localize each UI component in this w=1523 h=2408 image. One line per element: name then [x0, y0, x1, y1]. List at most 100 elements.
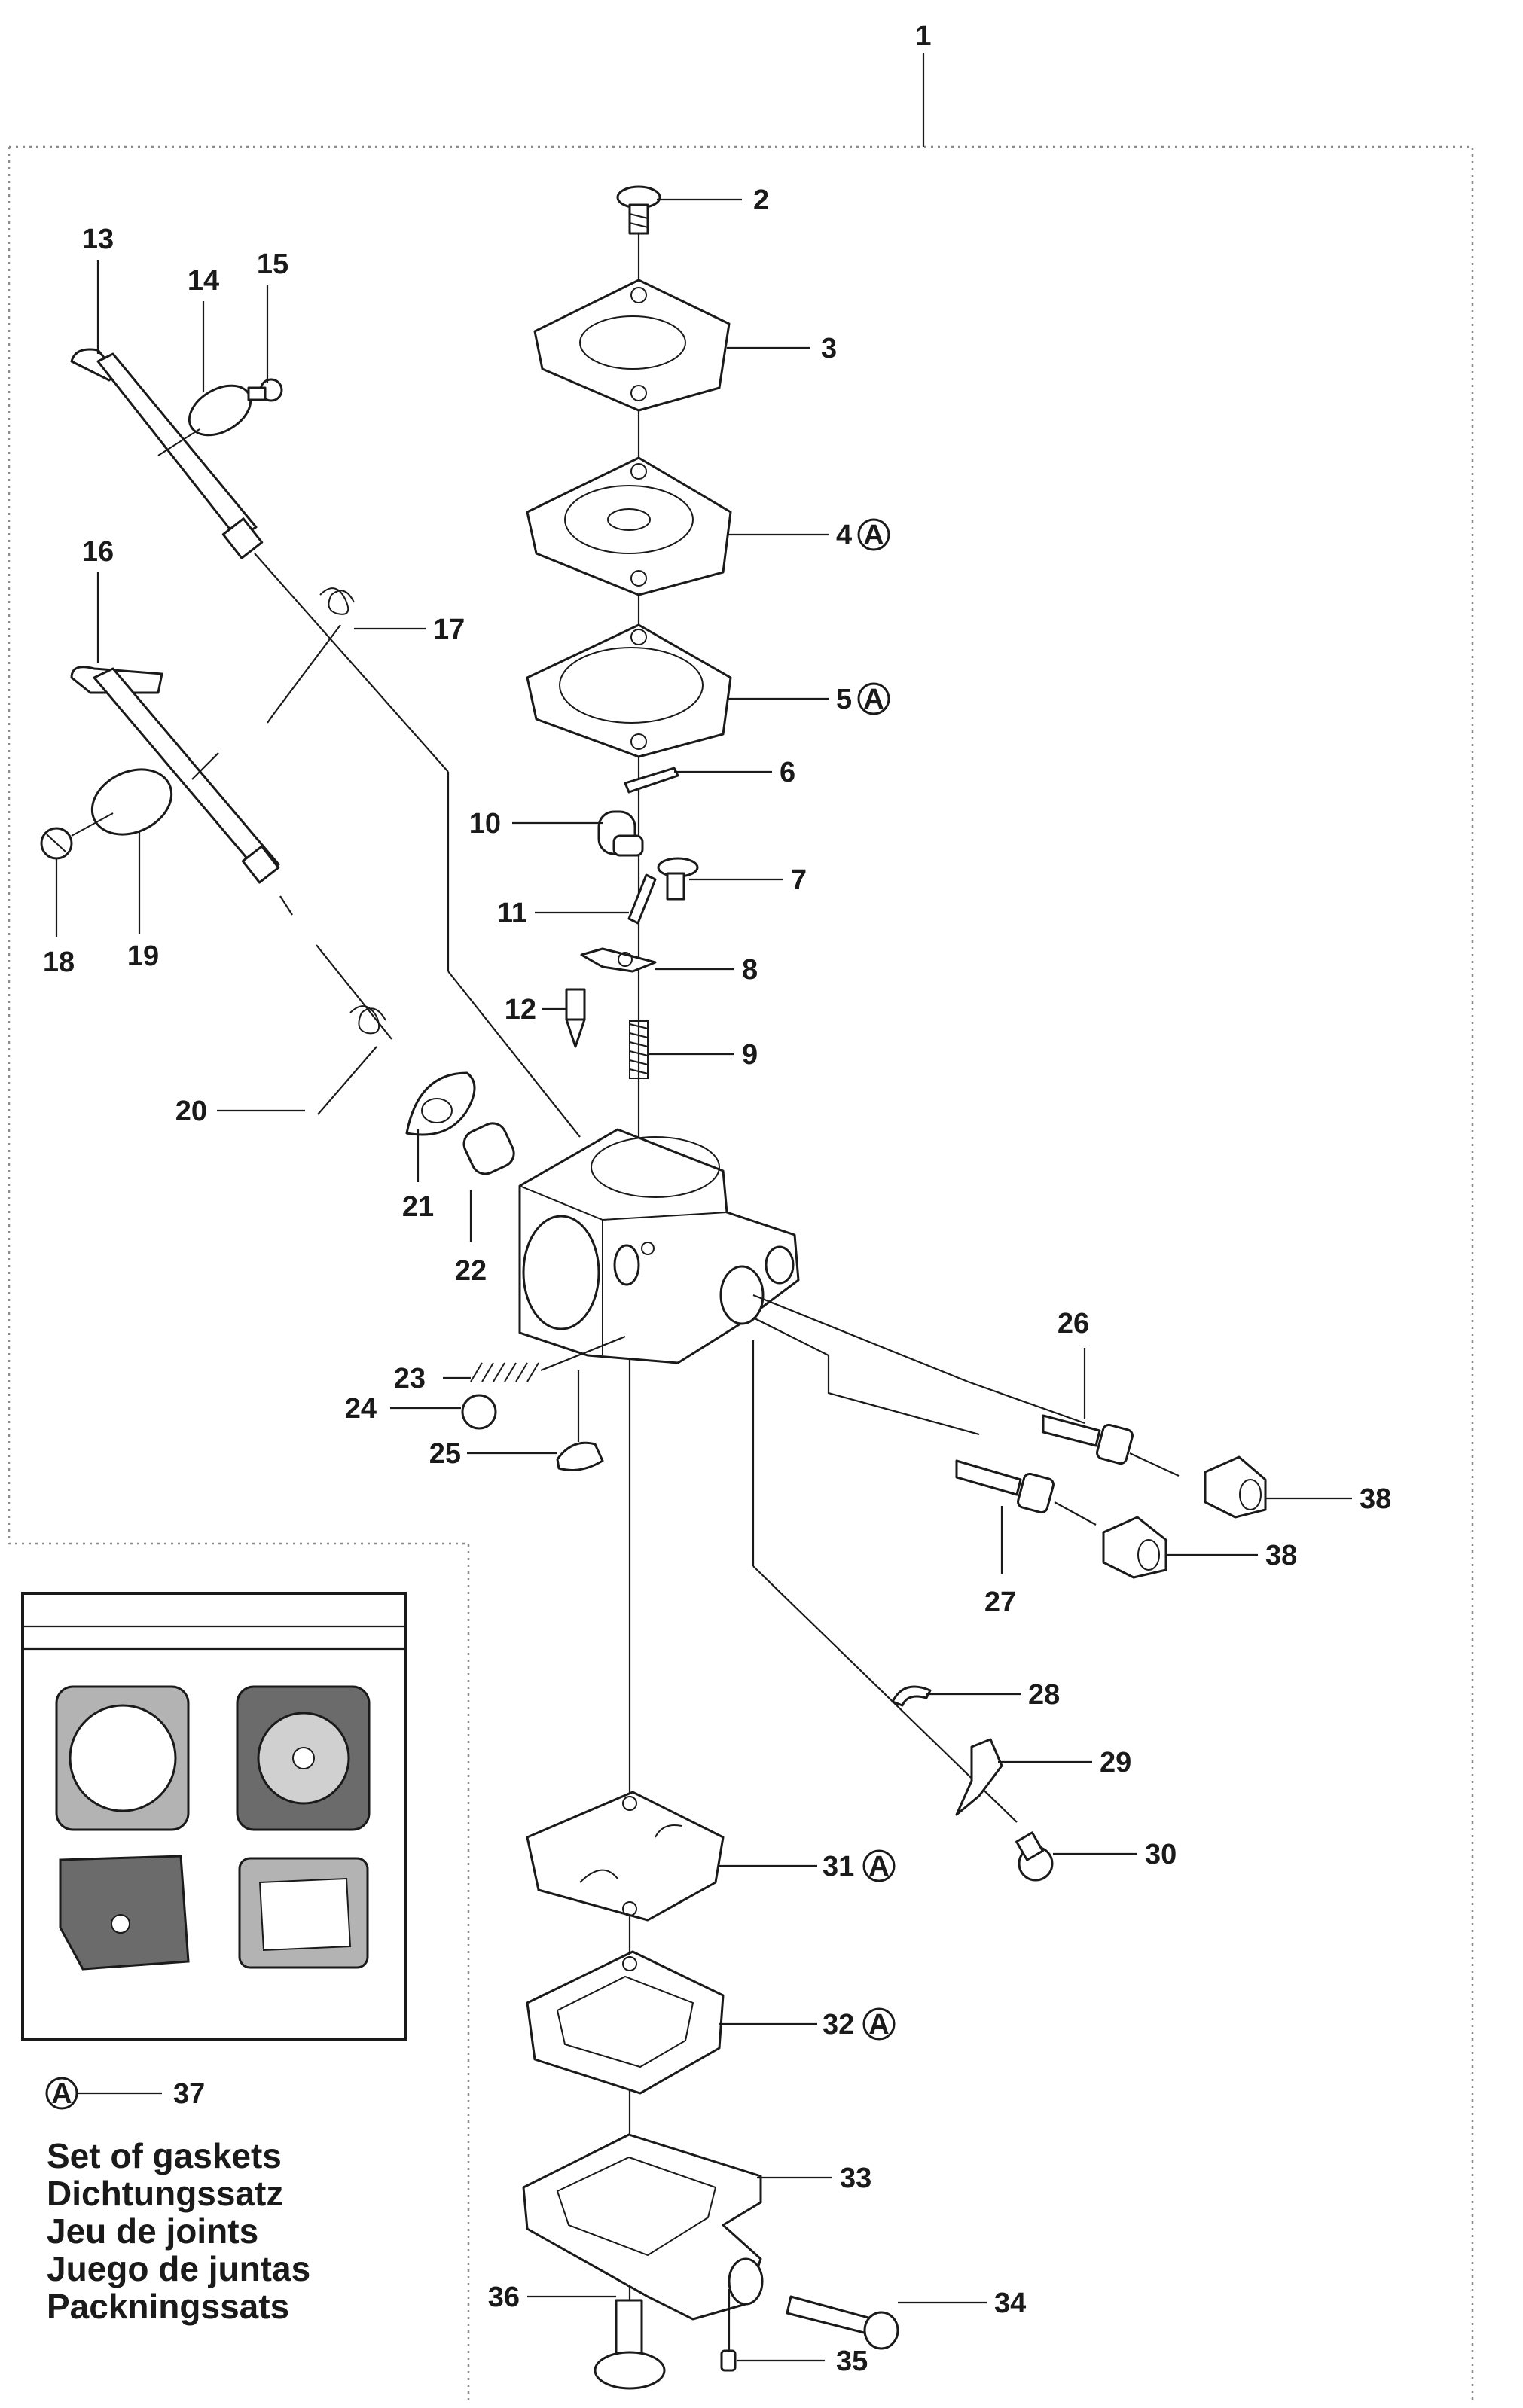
callout-18: 18: [43, 946, 75, 978]
part-screw-15: [247, 378, 283, 402]
part-carburetor-body: [518, 1128, 800, 1364]
part-clip-28: [891, 1685, 932, 1707]
part-pin-35: [720, 2349, 737, 2372]
callout-34: 34: [994, 2288, 1026, 2319]
callout-28: 28: [1028, 1679, 1060, 1711]
part-choke-shaft-13: [70, 348, 264, 559]
part-throttle-shaft-16: [70, 666, 280, 884]
part-screw-2: [616, 185, 661, 235]
callout-2: 2: [753, 184, 769, 216]
callout-6: 6: [780, 757, 795, 788]
callout-3: 3: [821, 333, 837, 364]
callout-8: 8: [742, 954, 758, 986]
part-bushing-22: [462, 1122, 515, 1175]
assembly-boundary: [8, 145, 1474, 2402]
part-screw-30: [1015, 1831, 1054, 1882]
callout-21: 21: [402, 1191, 434, 1223]
callout-5: 5: [836, 684, 852, 715]
part-screw-7: [657, 857, 699, 901]
part-gasket-5: [526, 623, 732, 758]
part-washer-21: [405, 1071, 476, 1136]
kit-name-fr: Jeu de joints: [47, 2211, 259, 2251]
kit-diaphragm-metering: [59, 1855, 190, 1971]
svg-text:A: A: [868, 2009, 889, 2041]
callout-35: 35: [836, 2346, 868, 2377]
part-inlet-needle-12: [565, 988, 586, 1048]
kit-gasket-metering: [238, 1857, 369, 1969]
part-adjust-screw-26: [1042, 1414, 1180, 1477]
gasket-kit-box: [21, 1592, 407, 2041]
svg-text:A: A: [863, 520, 884, 551]
kit-marker-4: A: [857, 518, 890, 551]
callout-10: 10: [469, 808, 501, 840]
callout-4: 4: [836, 520, 852, 551]
part-cover-33: [522, 2133, 764, 2321]
part-needle-10: [597, 810, 644, 857]
part-shaft-11: [627, 873, 657, 925]
svg-text:A: A: [51, 2078, 72, 2110]
callout-16: 16: [82, 536, 114, 568]
part-screw-18: [40, 827, 73, 860]
kit-marker-32: A: [862, 2007, 896, 2041]
callout-11: 11: [497, 898, 527, 929]
callout-38a: 38: [1360, 1483, 1391, 1515]
part-pump-diaphragm-4: [526, 456, 732, 596]
part-limiter-cap-38b: [1102, 1516, 1167, 1579]
callout-32: 32: [823, 2009, 854, 2041]
callout-31: 31: [823, 1851, 854, 1882]
part-screw-36: [594, 2299, 666, 2390]
callout-12: 12: [505, 994, 536, 1026]
callout-38b: 38: [1265, 1540, 1297, 1571]
callout-20: 20: [175, 1096, 207, 1127]
kit-marker-31: A: [862, 1849, 896, 1882]
part-metering-diaphragm-31: [526, 1791, 725, 1922]
callout-19: 19: [127, 940, 159, 972]
callout-37: 37: [173, 2078, 205, 2110]
kit-diaphragm-round: [236, 1685, 371, 1831]
part-gasket-32: [526, 1950, 725, 2095]
callout-9: 9: [742, 1039, 758, 1071]
callout-24: 24: [345, 1393, 377, 1425]
kit-name-legend: Set of gaskets Dichtungssatz Jeu de join…: [47, 2137, 468, 2325]
callout-27: 27: [984, 1587, 1016, 1618]
part-spring-20: [317, 1005, 386, 1115]
svg-text:A: A: [863, 684, 884, 715]
part-spring-23: [470, 1335, 626, 1382]
callout-7: 7: [791, 864, 807, 896]
callout-22: 22: [455, 1255, 487, 1287]
part-lever-29: [955, 1738, 1003, 1816]
callout-13: 13: [82, 224, 114, 255]
kit-gasket-round: [55, 1685, 190, 1831]
callout-23: 23: [394, 1363, 426, 1395]
kit-name-de: Dichtungssatz: [47, 2174, 284, 2213]
part-spring-9: [629, 1020, 649, 1079]
part-ball-24: [461, 1394, 497, 1430]
callout-26: 26: [1058, 1308, 1089, 1340]
kit-marker-5: A: [857, 682, 890, 715]
svg-text:A: A: [868, 1851, 889, 1882]
callout-15: 15: [257, 248, 288, 280]
callout-leaders: [55, 198, 1352, 2362]
callout-1: 1: [915, 20, 931, 52]
callout-36: 36: [488, 2282, 520, 2313]
kit-name-es: Juego de juntas: [47, 2249, 311, 2288]
part-screw-34: [786, 2295, 899, 2350]
kit-name-en: Set of gaskets: [47, 2136, 282, 2175]
part-lever-8: [580, 947, 657, 973]
callout-33: 33: [840, 2163, 871, 2194]
part-limiter-cap-38a: [1204, 1455, 1267, 1519]
part-throttle-valve-19: [71, 768, 173, 837]
part-pump-cover-3: [533, 279, 731, 412]
kit-marker-legend: A: [45, 2077, 78, 2110]
callout-17: 17: [433, 614, 465, 645]
callout-30: 30: [1145, 1839, 1177, 1870]
kit-name-sv: Packningssats: [47, 2287, 290, 2326]
part-adjust-screw-27: [955, 1459, 1097, 1526]
part-pin-6: [624, 767, 679, 794]
callout-29: 29: [1100, 1747, 1131, 1779]
callout-25: 25: [429, 1438, 461, 1470]
callout-14: 14: [188, 265, 219, 297]
part-spring-17: [267, 587, 355, 724]
part-cap-25: [556, 1370, 604, 1471]
